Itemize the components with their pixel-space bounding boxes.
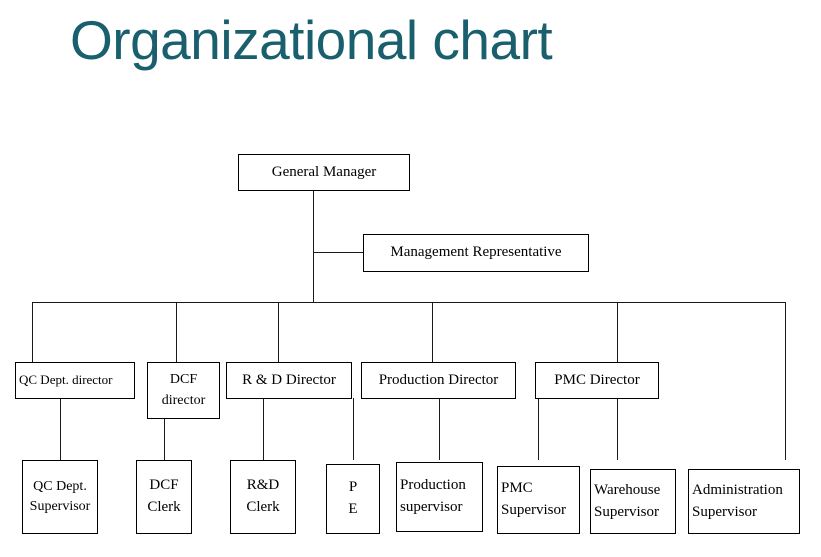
node-pmc-supervisor-label-2: Supervisor <box>501 502 566 518</box>
connector-drop-administration-supervisor <box>785 302 786 460</box>
connector-pmc-director-to-warehouse <box>617 398 618 460</box>
node-dcf-director[interactable]: DCF director <box>147 362 220 419</box>
node-pmc-supervisor-label-1: PMC <box>501 480 533 497</box>
node-pe-label-1: P <box>348 479 358 496</box>
node-rd-director-label: R & D Director <box>242 371 336 388</box>
node-dcf-clerk-label-1: DCF <box>149 477 179 494</box>
node-administration-supervisor-label-2: Supervisor <box>692 503 757 520</box>
node-pe[interactable]: P E <box>326 464 380 534</box>
node-production-supervisor-label-2: supervisor <box>400 499 463 515</box>
node-qc-dept-supervisor-label-1: QC Dept. <box>33 478 87 494</box>
node-warehouse-supervisor-label-2: Supervisor <box>594 503 659 520</box>
connector-gm-trunk <box>313 190 314 303</box>
node-rd-clerk-label-2: Clerk <box>246 499 280 515</box>
node-rd-clerk[interactable]: R&D Clerk <box>230 460 296 534</box>
node-administration-supervisor-label-1: Administration <box>692 481 783 498</box>
node-dcf-clerk[interactable]: DCF Clerk <box>136 460 192 534</box>
node-production-supervisor[interactable]: Production supervisor <box>396 462 483 532</box>
connector-dcf-director-to-clerk <box>164 418 165 460</box>
connector-distribution-bar <box>32 302 786 303</box>
node-warehouse-supervisor-label-1: Warehouse <box>594 481 661 498</box>
node-pmc-director-label: PMC Director <box>554 371 640 388</box>
node-administration-supervisor[interactable]: Administration Supervisor <box>688 469 800 534</box>
node-pmc-supervisor[interactable]: PMC Supervisor <box>497 466 580 534</box>
node-general-manager[interactable]: General Manager <box>238 154 410 191</box>
node-dcf-director-label-1: DCF <box>169 372 198 388</box>
connector-production-director-to-supervisor <box>439 398 440 460</box>
node-pmc-director[interactable]: PMC Director <box>535 362 659 399</box>
node-production-director-label: Production Director <box>378 371 499 388</box>
node-qc-dept-supervisor[interactable]: QC Dept. Supervisor <box>22 460 98 534</box>
node-production-director[interactable]: Production Director <box>361 362 516 399</box>
connector-drop-qc-dept-director <box>32 302 33 363</box>
node-management-representative[interactable]: Management Representative <box>363 234 589 272</box>
node-rd-director[interactable]: R & D Director <box>226 362 352 399</box>
node-general-manager-label: General Manager <box>271 163 377 180</box>
node-qc-dept-director[interactable]: QC Dept. director <box>15 362 135 399</box>
node-rd-clerk-label-1: R&D <box>246 477 280 494</box>
connector-drop-dcf-director <box>176 302 177 363</box>
connector-pmc-director-to-supervisor <box>538 398 539 460</box>
node-pe-label-2: E <box>348 501 358 517</box>
connector-drop-rd-director <box>278 302 279 363</box>
node-dcf-director-label-2: director <box>161 392 206 408</box>
connector-drop-pmc-director <box>617 302 618 363</box>
node-qc-dept-supervisor-label-2: Supervisor <box>29 499 91 514</box>
connector-qc-director-to-supervisor <box>60 398 61 460</box>
node-management-representative-label: Management Representative <box>390 244 562 261</box>
node-qc-dept-director-label: QC Dept. director <box>19 372 113 388</box>
connector-production-director-to-pe <box>353 398 354 460</box>
connector-rd-director-to-clerk <box>263 398 264 460</box>
connector-drop-production-director <box>432 302 433 363</box>
node-dcf-clerk-label-2: Clerk <box>147 499 181 515</box>
page-title: Organizational chart <box>70 9 553 71</box>
connector-gm-to-management-representative <box>313 252 364 253</box>
node-warehouse-supervisor[interactable]: Warehouse Supervisor <box>590 469 676 534</box>
node-production-supervisor-label-1: Production <box>400 477 466 494</box>
